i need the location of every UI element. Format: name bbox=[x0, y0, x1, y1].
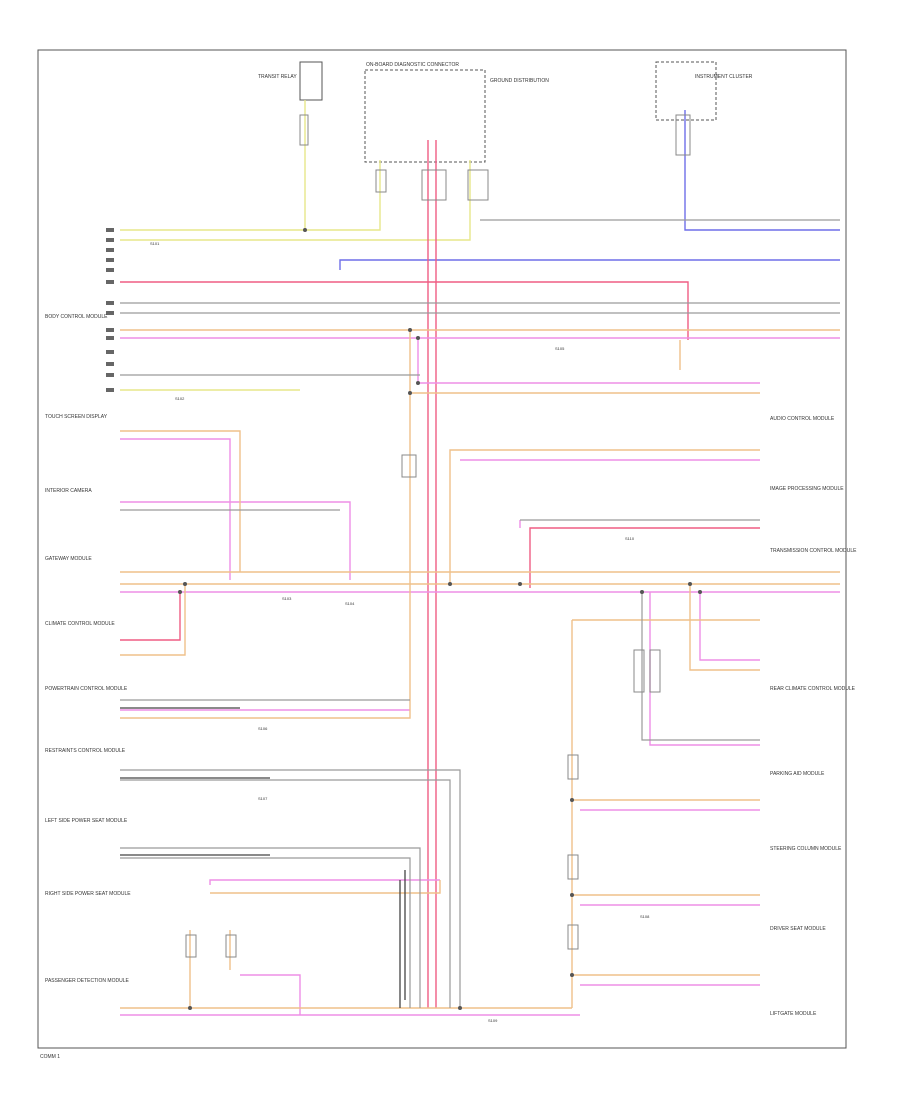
left-pin-marks bbox=[106, 228, 114, 392]
right-label-parking: PARKING AID MODULE bbox=[770, 771, 825, 777]
diagram-frame bbox=[37, 49, 847, 1049]
left-label-right-seat: RIGHT SIDE POWER SEAT MODULE bbox=[45, 891, 131, 897]
splice-label: S107 bbox=[258, 796, 268, 801]
splice-label: S101 bbox=[150, 241, 160, 246]
transit-relay-box bbox=[299, 61, 323, 101]
orange-wires bbox=[120, 329, 840, 1009]
left-label-climate: CLIMATE CONTROL MODULE bbox=[45, 621, 115, 627]
top-label-cluster: INSTRUMENT CLUSTER bbox=[695, 74, 753, 80]
right-label-transmission: TRANSMISSION CONTROL MODULE bbox=[770, 548, 857, 554]
splice-labels: S101 S102 S103 S104 S105 S106 S107 S108 … bbox=[150, 241, 650, 1023]
top-labels: TRANSIT RELAY ON-BOARD DIAGNOSTIC CONNEC… bbox=[258, 62, 753, 84]
connector-blocks bbox=[185, 114, 691, 958]
top-label-ground: GROUND DISTRIBUTION bbox=[490, 78, 549, 84]
splice-label: S103 bbox=[282, 596, 292, 601]
red-wires bbox=[120, 140, 760, 1008]
left-label-pcm: POWERTRAIN CONTROL MODULE bbox=[45, 686, 128, 692]
right-label-image: IMAGE PROCESSING MODULE bbox=[770, 486, 844, 492]
left-label-bcm: BODY CONTROL MODULE bbox=[45, 314, 108, 320]
left-label-passenger: PASSENGER DETECTION MODULE bbox=[45, 978, 129, 984]
top-label-transit: TRANSIT RELAY bbox=[258, 74, 297, 80]
splice-label: S110 bbox=[625, 536, 635, 541]
splice-label: S109 bbox=[488, 1018, 498, 1023]
obd-connector-box bbox=[364, 69, 486, 163]
left-label-restraints: RESTRAINTS CONTROL MODULE bbox=[45, 748, 126, 754]
splice-label: S105 bbox=[555, 346, 565, 351]
right-label-rear-climate: REAR CLIMATE CONTROL MODULE bbox=[770, 686, 856, 692]
gray-wires bbox=[120, 219, 840, 1008]
splice-label: S102 bbox=[175, 396, 185, 401]
right-label-driver-seat: DRIVER SEAT MODULE bbox=[770, 926, 826, 932]
pink-wires bbox=[120, 337, 840, 1016]
diagram-code: COMM 1 bbox=[40, 1054, 60, 1060]
splice-label: S104 bbox=[345, 601, 355, 606]
right-label-steering: STEERING COLUMN MODULE bbox=[770, 846, 842, 852]
left-label-interior-camera: INTERIOR CAMERA bbox=[45, 488, 92, 494]
dark-wires bbox=[120, 707, 406, 1008]
top-label-obd: ON-BOARD DIAGNOSTIC CONNECTOR bbox=[366, 62, 459, 68]
left-label-left-seat: LEFT SIDE POWER SEAT MODULE bbox=[45, 818, 128, 824]
splice-dots bbox=[178, 228, 702, 1010]
right-label-audio: AUDIO CONTROL MODULE bbox=[770, 416, 835, 422]
blue-wires bbox=[339, 110, 840, 270]
left-labels: BODY CONTROL MODULE TOUCH SCREEN DISPLAY… bbox=[45, 314, 131, 984]
left-label-gateway: GATEWAY MODULE bbox=[45, 556, 92, 562]
instrument-cluster-box bbox=[655, 61, 717, 121]
right-labels: AUDIO CONTROL MODULE IMAGE PROCESSING MO… bbox=[770, 416, 857, 1017]
right-label-liftgate: LIFTGATE MODULE bbox=[770, 1011, 817, 1017]
splice-label: S108 bbox=[640, 914, 650, 919]
splice-label: S106 bbox=[258, 726, 268, 731]
left-label-touch-screen: TOUCH SCREEN DISPLAY bbox=[45, 414, 108, 420]
